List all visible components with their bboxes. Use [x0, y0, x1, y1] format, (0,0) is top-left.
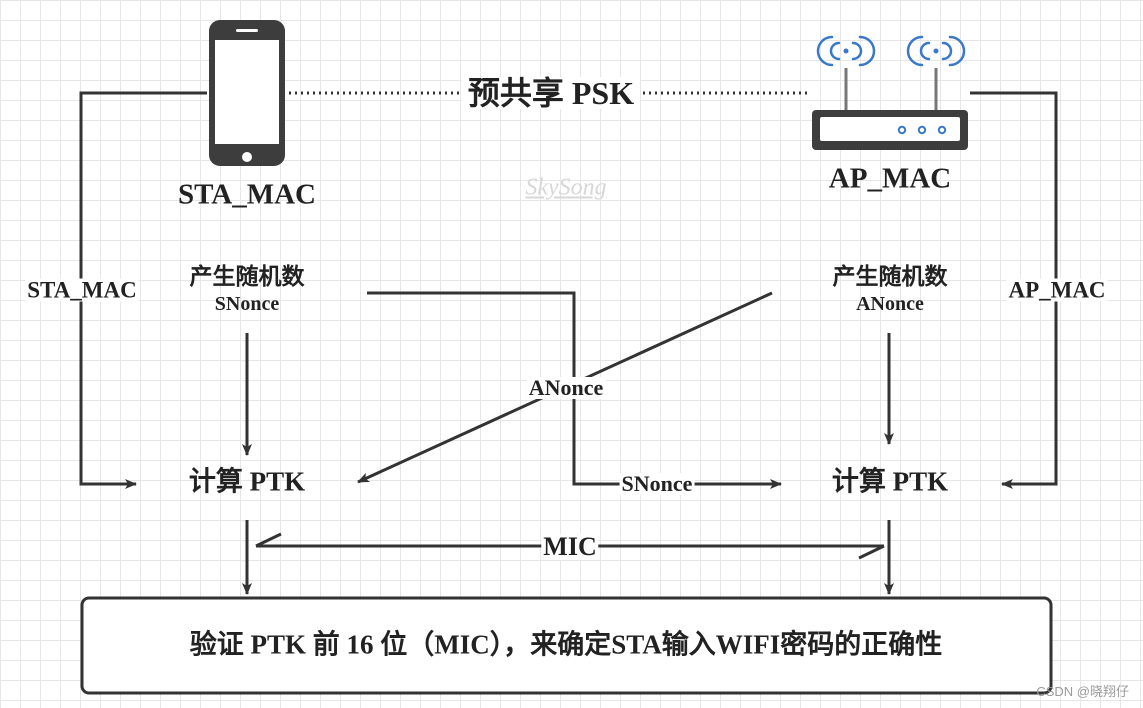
credit-text: CSDN @晓翔仔 [1036, 684, 1129, 699]
sta-random-label: 产生随机数 [189, 264, 305, 290]
smartphone-icon [209, 20, 285, 166]
verify-box [80, 596, 1053, 695]
psk-label: 预共享 PSK [461, 77, 641, 109]
anonce-label: ANonce [526, 375, 606, 400]
verify-box-text: 验证 PTK 前 16 位（MIC），来确定STA输入WIFI密码的正确性 [189, 629, 943, 660]
router-icon [812, 35, 968, 150]
sta-side-label: STA_MAC [25, 277, 139, 303]
ap-random-label: 产生随机数 [832, 264, 948, 290]
sta-nonce-label: SNonce [214, 292, 280, 315]
sta-random-block: 产生随机数 SNonce [190, 263, 305, 317]
ap-device-label: AP_MAC [828, 162, 952, 195]
ap-random-block: 产生随机数 ANonce [833, 263, 948, 317]
sta-compute-label: 计算 PTK [188, 466, 306, 497]
ap-compute-label: 计算 PTK [831, 466, 949, 497]
mic-hook-left [255, 532, 282, 548]
sta-device-label: STA_MAC [177, 178, 317, 211]
mic-label: MIC [541, 532, 599, 561]
ap-side-label: AP_MAC [1006, 277, 1108, 303]
snonce-label: SNonce [619, 471, 695, 496]
mic-hook-right [858, 544, 885, 560]
ap-nonce-label: ANonce [856, 292, 924, 315]
watermark: SkySong [525, 174, 607, 201]
